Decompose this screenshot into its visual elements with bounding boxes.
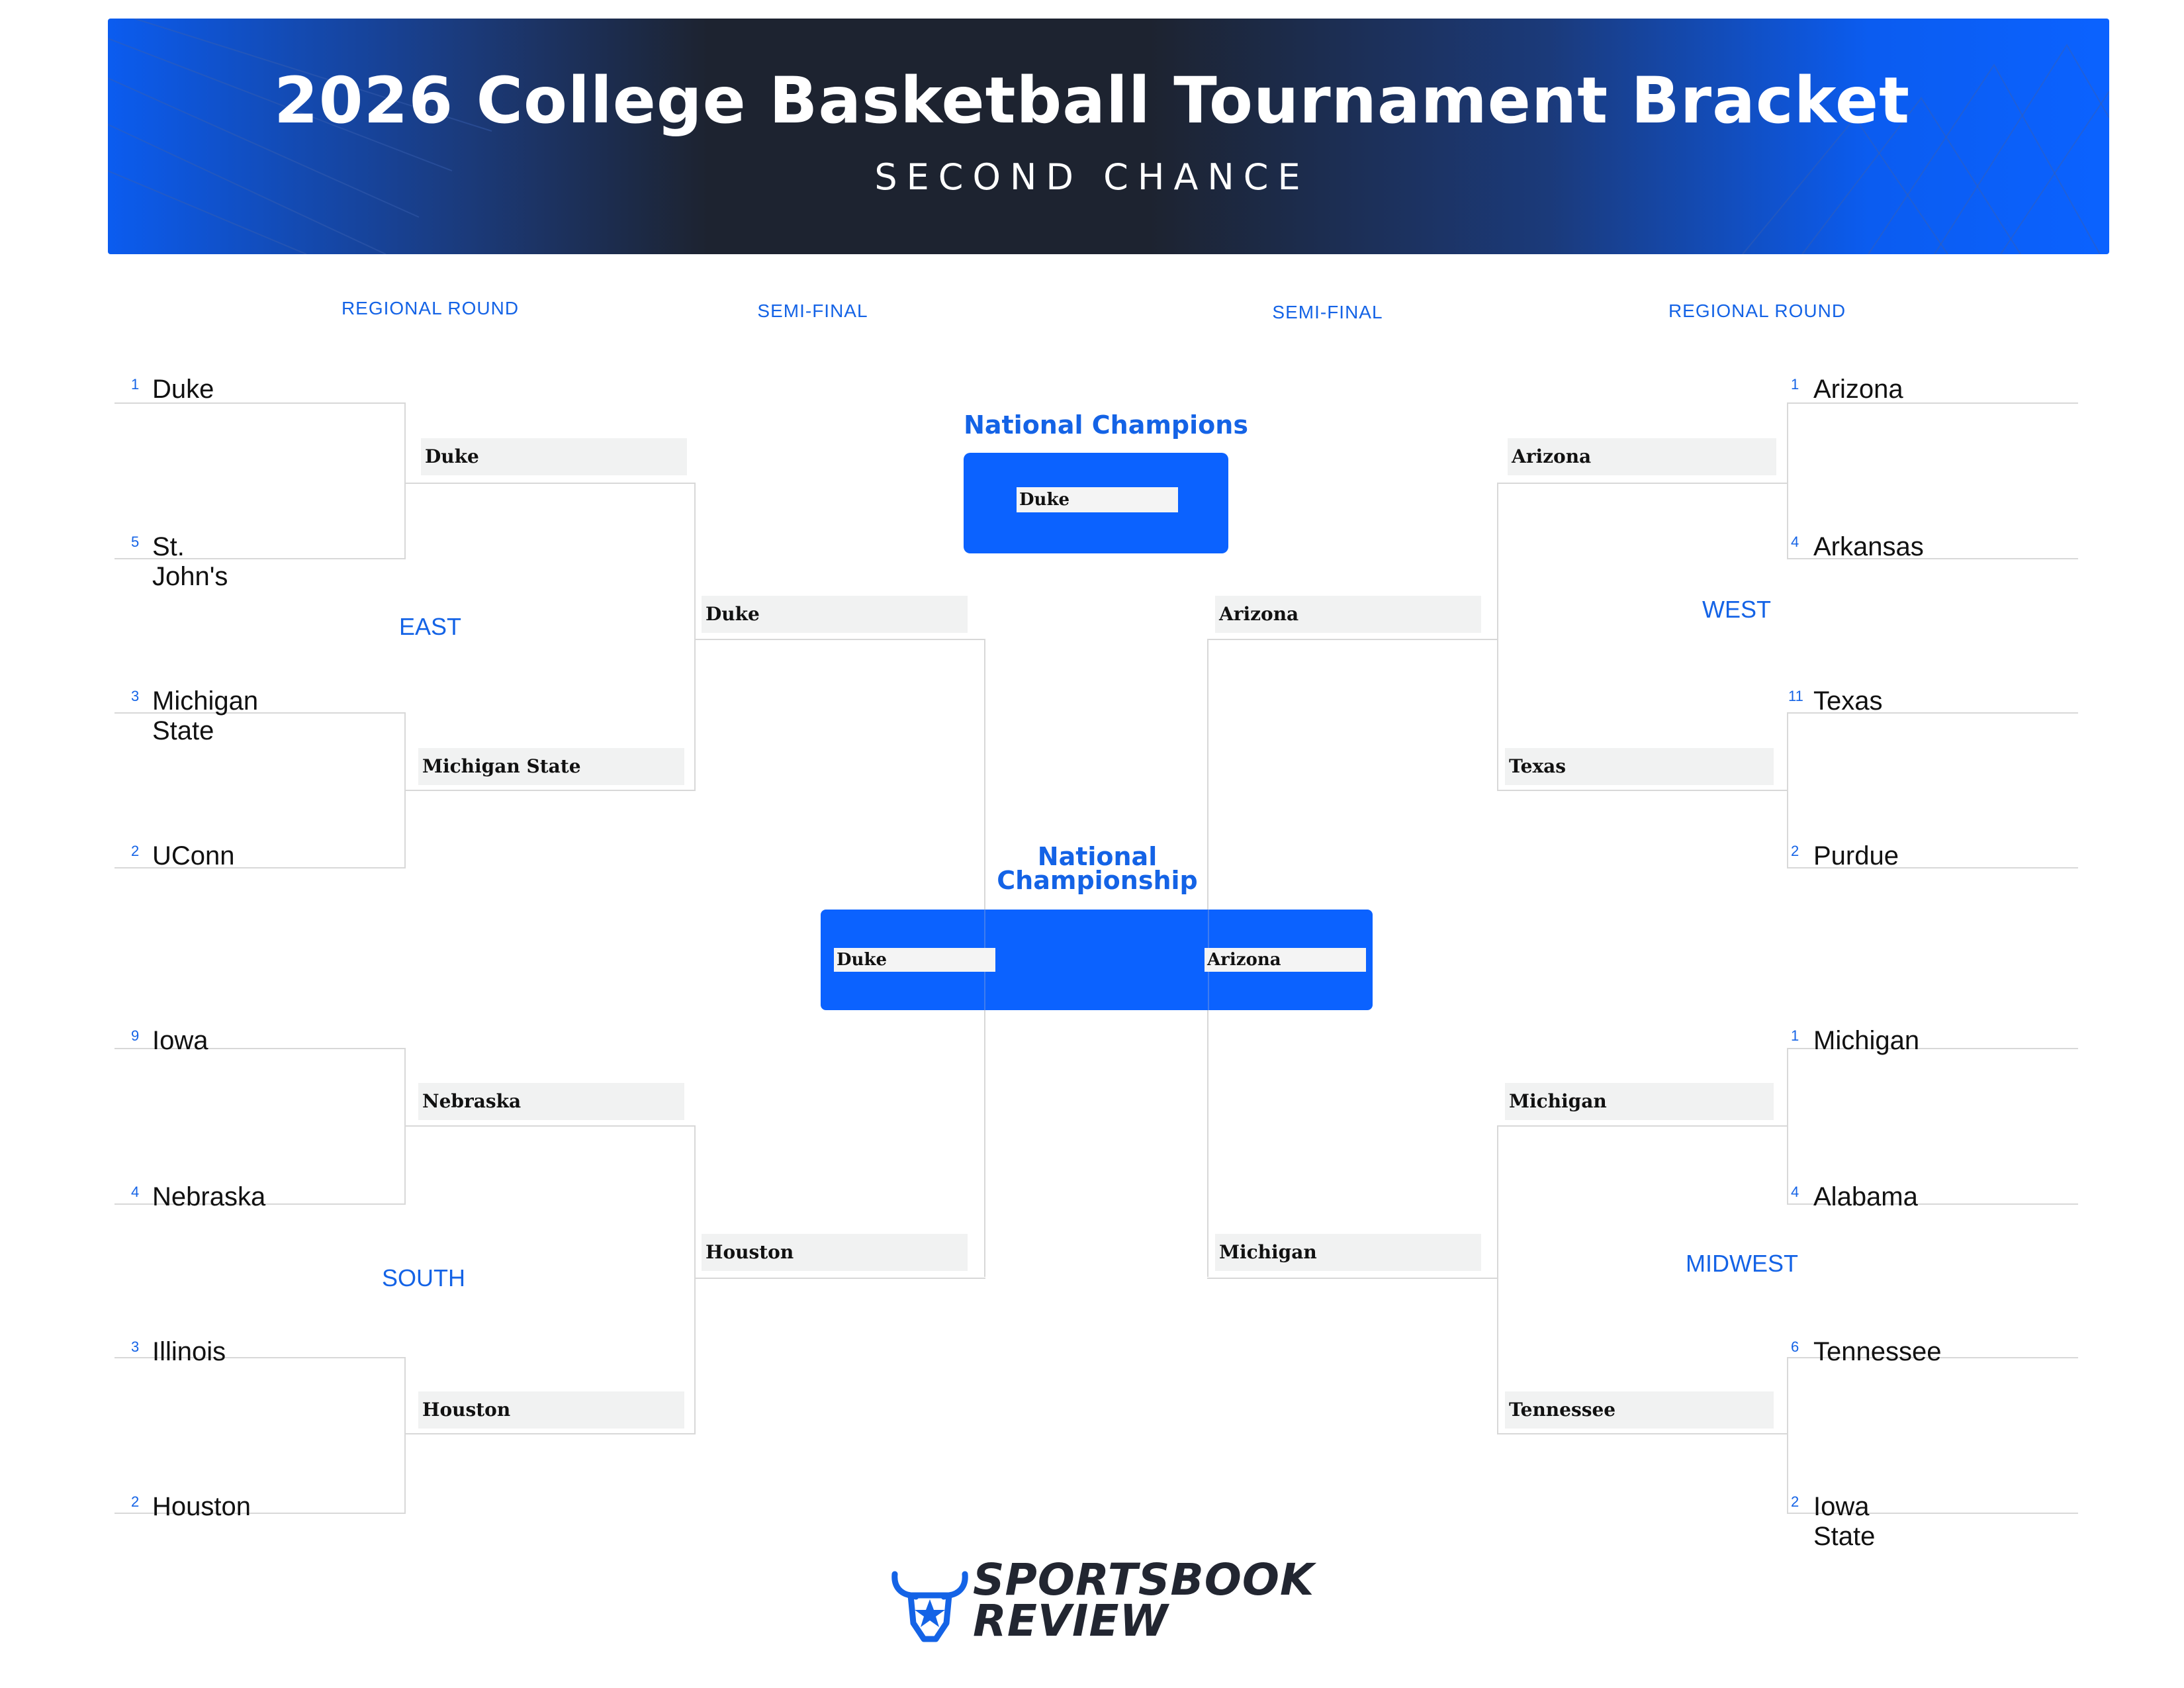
- team-name: Tennessee: [1813, 1337, 1942, 1366]
- region-label-west: WEST: [1702, 596, 1771, 623]
- east-r2-pick-1[interactable]: Duke: [421, 438, 687, 475]
- team-seed: 9: [131, 1027, 140, 1044]
- brand-wordmark: SPORTSBOOK REVIEW: [973, 1554, 1315, 1646]
- national-champion-pick[interactable]: Duke: [1017, 487, 1178, 512]
- page-subtitle: SECOND CHANCE: [874, 156, 1310, 198]
- region-label-south: SOUTH: [382, 1264, 465, 1291]
- west-r2-pick-2[interactable]: Texas: [1505, 748, 1774, 785]
- team-seed: 4: [1791, 1184, 1799, 1200]
- team-name: Nebraska: [152, 1182, 266, 1211]
- national-championship-box: Duke Arizona: [821, 910, 1373, 1010]
- team-seed: 6: [1791, 1338, 1799, 1355]
- south-r2-pick-2[interactable]: Houston: [418, 1391, 684, 1429]
- team-name: St. John's: [152, 532, 228, 591]
- south-r2-pick-1[interactable]: Nebraska: [418, 1083, 684, 1120]
- team-seed: 1: [131, 376, 140, 393]
- team-name: Michigan: [1813, 1026, 1920, 1055]
- team-name: Arizona: [1813, 375, 1903, 404]
- brand-line2: REVIEW: [973, 1595, 1169, 1646]
- national-champions-label: National Champions: [964, 410, 1248, 440]
- midwest-r2-pick-1[interactable]: Michigan: [1505, 1083, 1774, 1120]
- team-name: Illinois: [152, 1337, 226, 1366]
- team-seed: 4: [1791, 534, 1799, 550]
- team-seed: 2: [131, 843, 140, 859]
- region-label-east: EAST: [398, 613, 462, 640]
- team-seed: 2: [131, 1493, 140, 1510]
- team-name: Iowa State: [1813, 1492, 1876, 1551]
- page-title: 2026 College Basketball Tournament Brack…: [273, 64, 1911, 138]
- team-seed: 5: [131, 534, 140, 550]
- midwest-r2-pick-2[interactable]: Tennessee: [1505, 1391, 1774, 1429]
- championship-left-pick[interactable]: Duke: [834, 948, 995, 972]
- team-seed: 2: [1791, 843, 1799, 859]
- team-seed: 1: [1791, 1027, 1799, 1044]
- round-label-left-semi: SEMI-FINAL: [757, 301, 868, 321]
- team-seed: 3: [131, 1338, 140, 1355]
- team-name: UConn: [152, 841, 235, 870]
- national-championship-label-line2: Championship: [997, 866, 1198, 895]
- round-label-right-semi: SEMI-FINAL: [1272, 302, 1383, 322]
- south-semi-pick[interactable]: Houston: [702, 1234, 968, 1271]
- bull-head-icon: [887, 1562, 973, 1651]
- west-r2-pick-1[interactable]: Arizona: [1508, 438, 1776, 475]
- west-semi-pick[interactable]: Arizona: [1215, 596, 1481, 633]
- team-name: Alabama: [1813, 1182, 1918, 1211]
- team-name: Duke: [152, 375, 214, 404]
- east-semi-pick[interactable]: Duke: [702, 596, 968, 633]
- team-name: Purdue: [1813, 841, 1899, 870]
- header-banner: [108, 19, 2109, 254]
- round-label-right-regional: REGIONAL ROUND: [1668, 301, 1846, 321]
- team-name: Arkansas: [1813, 532, 1924, 561]
- team-seed: 2: [1791, 1493, 1799, 1510]
- region-label-midwest: MIDWEST: [1686, 1250, 1798, 1277]
- team-seed: 11: [1788, 688, 1803, 704]
- national-championship-label-line1: National: [1037, 842, 1158, 871]
- banner-stripes: [108, 19, 2109, 254]
- team-name: Michigan State: [152, 686, 259, 745]
- east-r2-pick-2[interactable]: Michigan State: [418, 748, 684, 785]
- team-seed: 3: [131, 688, 140, 704]
- national-championship-label: National Championship: [932, 842, 1263, 895]
- team-seed: 1: [1791, 376, 1799, 393]
- team-name: Iowa: [152, 1026, 208, 1055]
- round-label-left-regional: REGIONAL ROUND: [341, 298, 520, 318]
- midwest-semi-pick[interactable]: Michigan: [1215, 1234, 1481, 1271]
- championship-right-pick[interactable]: Arizona: [1205, 948, 1366, 972]
- team-name: Houston: [152, 1492, 251, 1521]
- team-name: Texas: [1813, 686, 1883, 716]
- team-seed: 4: [131, 1184, 140, 1200]
- brand-line1: SPORTSBOOK: [973, 1554, 1315, 1605]
